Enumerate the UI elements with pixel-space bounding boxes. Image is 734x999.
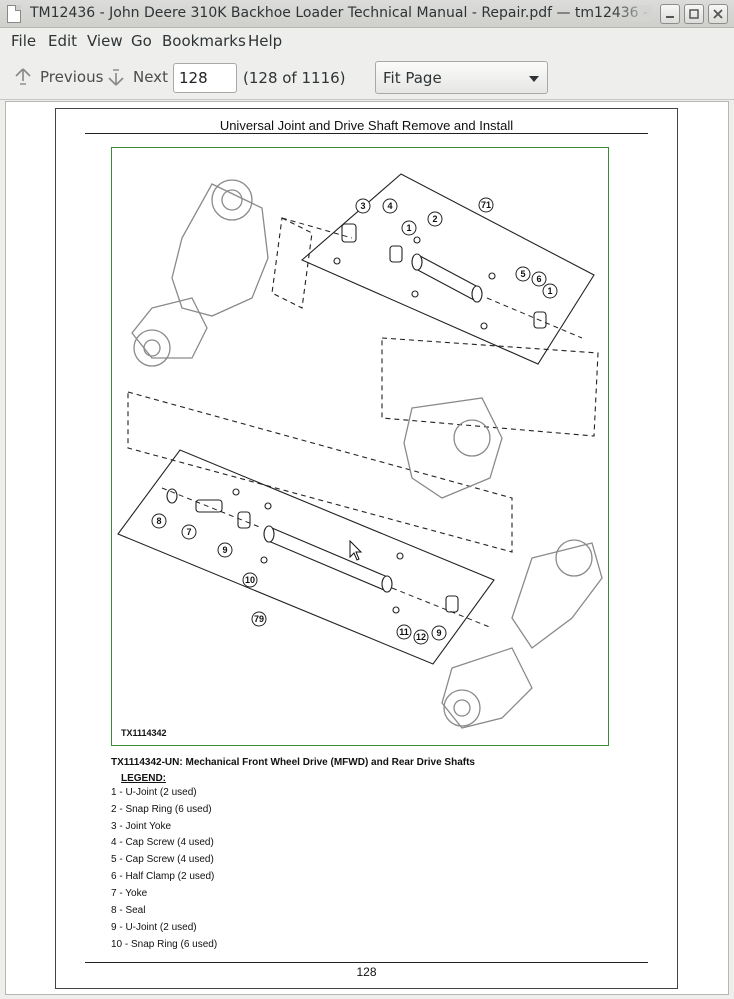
window-title: TM12436 - John Deere 310K Backhoe Loader… bbox=[30, 5, 652, 21]
menu-view[interactable]: View bbox=[87, 32, 123, 50]
close-button[interactable] bbox=[708, 4, 728, 24]
callout-12: 12 bbox=[413, 629, 429, 645]
menu-edit[interactable]: Edit bbox=[48, 32, 78, 50]
lower-shaft-panel bbox=[117, 449, 495, 665]
page-count: (128 of 1116) bbox=[243, 69, 346, 87]
header-rule bbox=[85, 133, 648, 134]
callout-10: 10 bbox=[242, 572, 258, 588]
mouse-cursor-icon bbox=[349, 539, 363, 561]
callout-9b: 9 bbox=[431, 625, 447, 641]
callout-label: 6 bbox=[536, 274, 541, 284]
callout-label: 4 bbox=[387, 201, 392, 211]
legend-item: 3 - Joint Yoke bbox=[111, 821, 172, 832]
document-icon bbox=[7, 5, 21, 23]
callout-label: 1 bbox=[547, 286, 552, 296]
page-header: Universal Joint and Drive Shaft Remove a… bbox=[219, 118, 514, 133]
next-button[interactable]: Next bbox=[105, 63, 168, 91]
page-number: 128 bbox=[356, 965, 377, 979]
callout-label: 9 bbox=[222, 545, 227, 555]
callout-3: 3 bbox=[355, 198, 371, 214]
legend-item: 1 - U-Joint (2 used) bbox=[111, 787, 197, 798]
figure-id: TX1114342 bbox=[121, 728, 167, 738]
footer-rule bbox=[85, 962, 648, 963]
callout-label: 9 bbox=[436, 628, 441, 638]
menu-bookmarks[interactable]: Bookmarks bbox=[162, 32, 246, 50]
previous-label: Previous bbox=[40, 68, 104, 86]
close-icon bbox=[713, 9, 723, 19]
previous-button[interactable]: Previous bbox=[12, 63, 103, 91]
legend-item: 5 - Cap Screw (4 used) bbox=[111, 854, 214, 865]
legend-item: 4 - Cap Screw (4 used) bbox=[111, 837, 214, 848]
legend-title: LEGEND: bbox=[121, 773, 166, 784]
upper-shaft-panel bbox=[300, 173, 595, 365]
previous-page-icon bbox=[15, 68, 31, 85]
chevron-down-icon bbox=[529, 76, 539, 82]
callout-label: 3 bbox=[360, 201, 365, 211]
callout-label: 2 bbox=[432, 214, 437, 224]
callout-label: 5 bbox=[520, 269, 525, 279]
exploded-view-figure: 71 3 4 1 2 5 6 1 8 7 9 10 79 11 12 9 bbox=[111, 147, 609, 746]
callout-71: 71 bbox=[478, 197, 494, 213]
callout-1b: 1 bbox=[542, 283, 558, 299]
callout-label: 1 bbox=[406, 223, 411, 233]
callout-6: 6 bbox=[531, 271, 547, 287]
legend-item: 7 - Yoke bbox=[111, 888, 148, 899]
callout-5: 5 bbox=[515, 266, 531, 282]
legend-item: 8 - Seal bbox=[111, 905, 146, 916]
menu-file[interactable]: File bbox=[11, 32, 37, 50]
legend-item: 6 - Half Clamp (2 used) bbox=[111, 871, 215, 882]
minimize-button[interactable] bbox=[660, 4, 680, 24]
legend-item: 10 - Snap Ring (6 used) bbox=[111, 939, 218, 950]
drive-shaft-diagram: 71 3 4 1 2 5 6 1 8 7 9 10 79 11 12 9 bbox=[117, 173, 603, 729]
callout-1a: 1 bbox=[401, 220, 417, 236]
minimize-icon bbox=[666, 16, 674, 18]
figure-caption: TX1114342-UN: Mechanical Front Wheel Dri… bbox=[111, 757, 475, 768]
menu-go[interactable]: Go bbox=[131, 32, 152, 50]
callout-label: 79 bbox=[254, 614, 264, 624]
callout-11: 11 bbox=[396, 624, 412, 640]
callout-label: 11 bbox=[399, 627, 409, 637]
callout-79: 79 bbox=[251, 611, 267, 627]
callout-8: 8 bbox=[151, 513, 167, 529]
callout-label: 10 bbox=[245, 575, 255, 585]
window-titlebar: TM12436 - John Deere 310K Backhoe Loader… bbox=[0, 0, 734, 28]
legend-item: 2 - Snap Ring (6 used) bbox=[111, 804, 212, 815]
menu-bar: File Edit View Go Bookmarks Help bbox=[0, 28, 734, 54]
callout-label: 12 bbox=[416, 632, 426, 642]
callout-2: 2 bbox=[427, 211, 443, 227]
maximize-button[interactable] bbox=[684, 4, 704, 24]
legend-item: 9 - U-Joint (2 used) bbox=[111, 922, 197, 933]
zoom-value: Fit Page bbox=[383, 69, 442, 87]
callout-4: 4 bbox=[382, 198, 398, 214]
menu-help[interactable]: Help bbox=[248, 32, 283, 50]
next-label: Next bbox=[133, 68, 168, 86]
maximize-icon bbox=[689, 9, 699, 19]
callout-9a: 9 bbox=[217, 542, 233, 558]
callout-label: 8 bbox=[156, 516, 161, 526]
next-page-icon bbox=[108, 69, 124, 86]
callout-7: 7 bbox=[181, 524, 197, 540]
callout-label: 71 bbox=[481, 200, 491, 210]
callout-label: 7 bbox=[186, 527, 191, 537]
page-number-input[interactable] bbox=[173, 63, 237, 93]
toolbar bbox=[0, 54, 734, 100]
zoom-select[interactable]: Fit Page bbox=[375, 61, 548, 94]
